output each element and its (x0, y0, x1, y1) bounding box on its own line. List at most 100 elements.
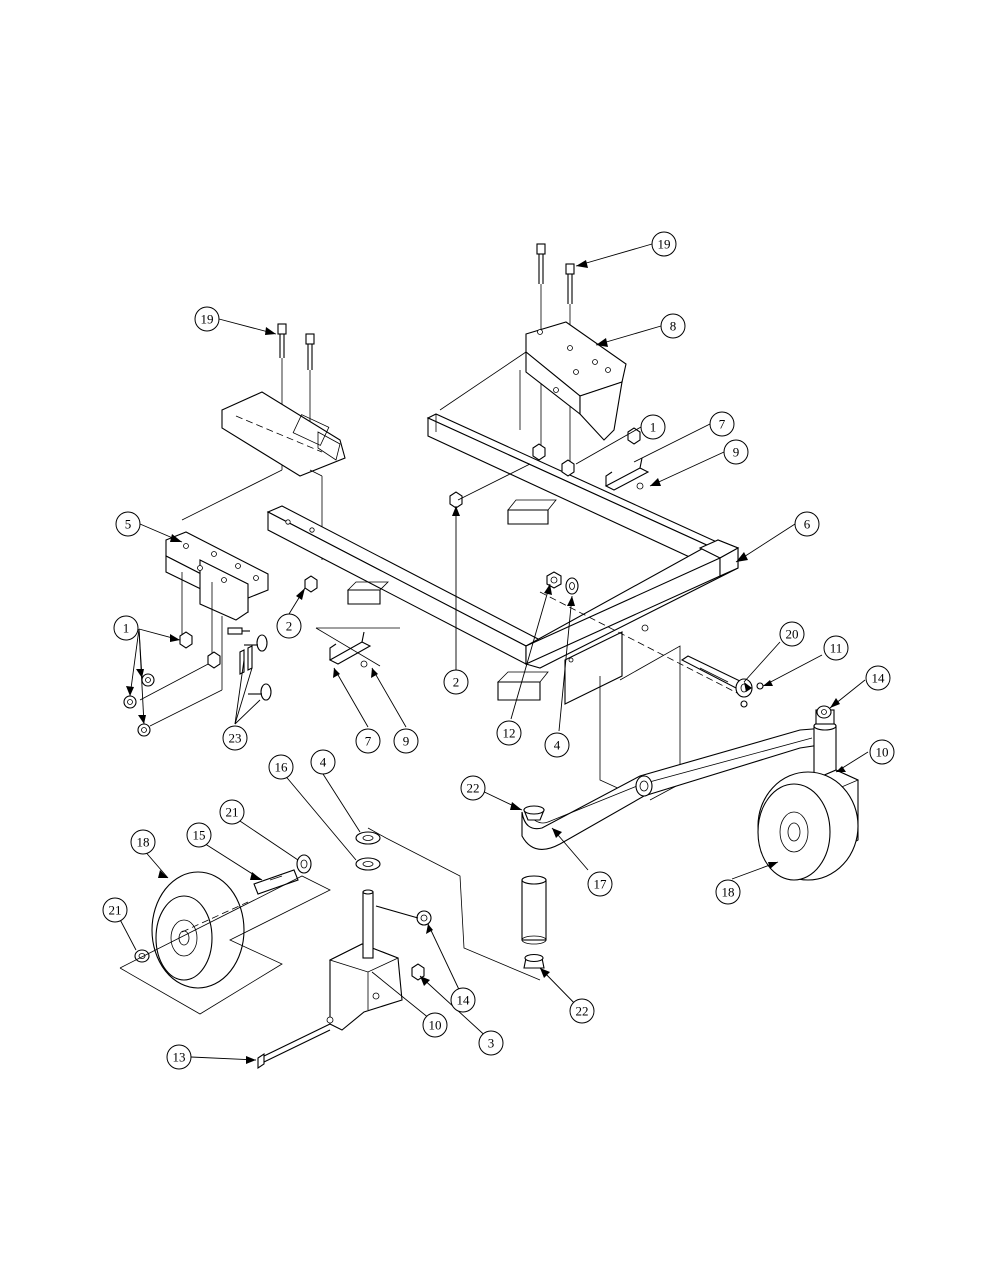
callout-c8: 8 (660, 313, 686, 339)
clip-7-upper (604, 457, 650, 491)
callout-label: 22 (467, 781, 480, 796)
callout-label: 8 (670, 319, 677, 334)
axle-pin-20 (680, 655, 753, 698)
callout-label: 1 (650, 420, 657, 435)
washers-4-16 (355, 831, 381, 871)
washer-4-upper (565, 577, 579, 595)
callout-c13: 13 (166, 1044, 192, 1070)
callout-c12: 12 (496, 720, 522, 746)
callout-c14b: 14 (450, 987, 476, 1013)
callout-label: 14 (872, 671, 886, 686)
callout-circle (355, 728, 381, 754)
callout-label: 13 (173, 1050, 186, 1065)
callout-c19a: 19 (651, 231, 677, 257)
main-frame (266, 413, 746, 801)
callout-circle (496, 720, 522, 746)
left-upper-mount-plate (181, 391, 346, 560)
callout-c9a: 9 (723, 439, 749, 465)
callout-label: 16 (275, 760, 289, 775)
callout-circle (709, 411, 735, 437)
callout-c17: 17 (587, 871, 613, 897)
callout-circle (393, 728, 419, 754)
callout-label: 9 (403, 734, 410, 749)
callout-label: 10 (429, 1018, 442, 1033)
axle-15 (253, 869, 299, 895)
callout-circle (194, 306, 220, 332)
callout-label: 9 (733, 445, 740, 460)
spring-clip-14-lower (375, 905, 432, 926)
callout-c4a: 4 (544, 732, 570, 758)
bolt-set-23 (227, 627, 272, 701)
callout-c19b: 19 (194, 306, 220, 332)
callout-label: 3 (488, 1036, 495, 1051)
callout-circle (587, 871, 613, 897)
caster-stem (362, 889, 374, 959)
callout-label: 4 (554, 738, 561, 753)
callout-circle (443, 669, 469, 695)
callout-circle (779, 621, 805, 647)
callout-circle (222, 725, 248, 751)
callout-label: 15 (193, 828, 206, 843)
callout-circle (794, 511, 820, 537)
callout-label: 20 (786, 627, 799, 642)
callout-circle (450, 987, 476, 1013)
callout-circle (310, 749, 336, 775)
callout-circle (115, 511, 141, 537)
callout-c5: 5 (115, 511, 141, 537)
callout-c14a: 14 (865, 665, 891, 691)
callout-circle (422, 1012, 448, 1038)
callout-label: 5 (125, 517, 132, 532)
callout-label: 12 (503, 726, 516, 741)
bushing-22-lower (523, 953, 545, 969)
callout-label: 18 (722, 885, 735, 900)
callout-c10a: 10 (869, 739, 895, 765)
callout-c2b: 2 (443, 669, 469, 695)
callout-circle (640, 414, 666, 440)
callout-circle (823, 635, 849, 661)
left-side-bracket (139, 531, 269, 727)
callout-circle (166, 1044, 192, 1070)
callout-c22a: 22 (460, 775, 486, 801)
cotter-pin-11 (740, 682, 764, 708)
callout-circle (276, 613, 302, 639)
callout-label: 2 (453, 675, 460, 690)
callout-label: 2 (286, 619, 293, 634)
callout-circle (569, 998, 595, 1024)
left-caster-wheel (151, 871, 245, 989)
callout-label: 18 (137, 835, 150, 850)
callout-c1b: 1 (113, 615, 139, 641)
nut-set-left (123, 631, 221, 737)
washer-12 (546, 571, 562, 589)
clip-7-lower (315, 627, 400, 668)
callout-c9b: 9 (393, 728, 419, 754)
callout-c3: 3 (478, 1030, 504, 1056)
callout-circle (460, 775, 486, 801)
callout-c2a: 2 (276, 613, 302, 639)
callout-circle (723, 439, 749, 465)
assembly-plane-lines (119, 827, 541, 1015)
callout-c4b: 4 (310, 749, 336, 775)
callout-c6: 6 (794, 511, 820, 537)
callout-label: 17 (594, 877, 608, 892)
caster-swing-arm (521, 727, 827, 945)
callout-c16: 16 (268, 754, 294, 780)
callout-c7a: 7 (709, 411, 735, 437)
callout-c18a: 18 (130, 829, 156, 855)
callout-circle (869, 739, 895, 765)
spring-clip-14-upper (816, 705, 832, 719)
callout-label: 7 (365, 734, 372, 749)
callout-label: 23 (229, 731, 242, 746)
right-caster-wheel (757, 771, 859, 881)
callout-c18b: 18 (715, 879, 741, 905)
callout-label: 7 (719, 417, 726, 432)
callout-label: 22 (576, 1004, 589, 1019)
callout-label: 10 (876, 745, 889, 760)
callout-circle (865, 665, 891, 691)
callout-label: 19 (201, 312, 214, 327)
callout-label: 11 (830, 641, 843, 656)
arrowheads (126, 260, 846, 1064)
callout-circle (186, 822, 212, 848)
callout-circle (544, 732, 570, 758)
